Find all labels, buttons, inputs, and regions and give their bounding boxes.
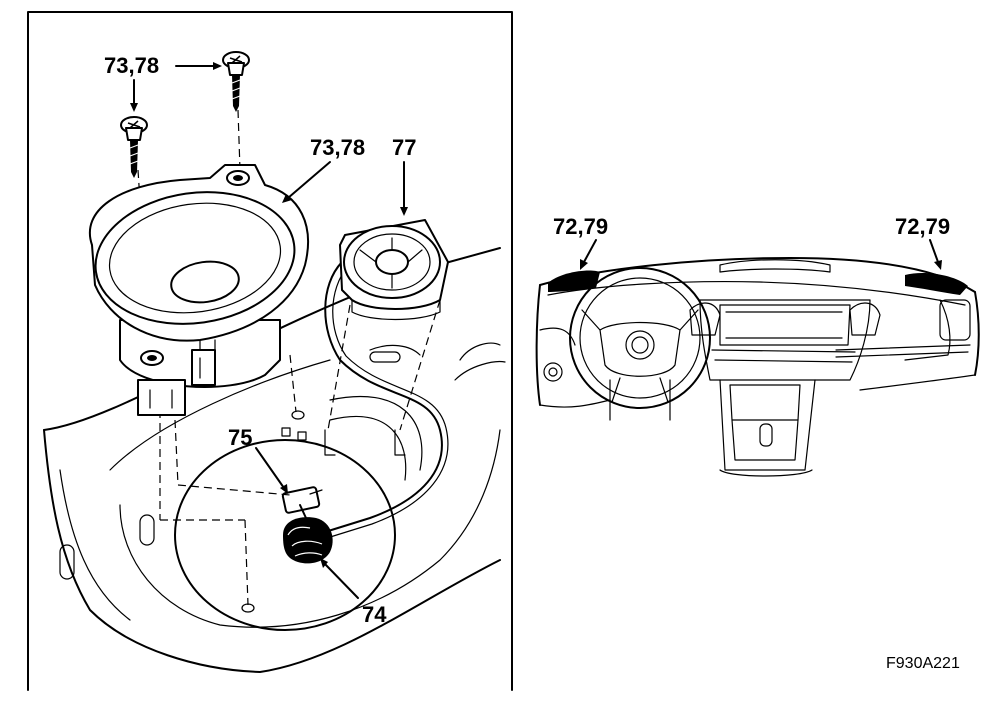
callout-tweeter: 77	[392, 135, 416, 160]
callout-dash-right: 72,79	[895, 214, 950, 239]
callout-dash-left: 72,79	[553, 214, 608, 239]
screw-right	[222, 51, 250, 112]
defrost-vent	[719, 259, 831, 273]
figure-reference: F930A221	[886, 655, 960, 672]
dashboard-panel: 72,79 72,79	[535, 214, 980, 477]
screw-left	[120, 116, 148, 178]
tweeter-77	[339, 219, 449, 321]
door-speaker-panel: 73,78 73,78 77 75 74	[27, 11, 513, 691]
center-stack	[699, 299, 871, 381]
steering-wheel	[569, 267, 711, 421]
left-dash-speaker	[548, 270, 600, 292]
callout-speaker-frame: 73,78	[310, 135, 365, 160]
callout-screws-top: 73,78	[104, 53, 159, 78]
speaker-recess	[174, 439, 396, 631]
right-dash-speaker	[905, 273, 968, 295]
speaker-cone	[94, 191, 296, 325]
callout-connector: 75	[228, 425, 252, 450]
callout-grommet: 74	[362, 602, 387, 627]
panel-frame	[27, 11, 513, 691]
speaker-terminal-block	[137, 379, 186, 416]
tweeter-wire	[324, 261, 443, 533]
speaker-73-78	[89, 164, 310, 416]
grommet-74	[283, 504, 333, 564]
door-panel-lower-edge	[43, 429, 501, 673]
center-console	[719, 379, 816, 471]
speaker-dust-cap	[170, 260, 240, 304]
dashboard-top	[539, 257, 976, 293]
